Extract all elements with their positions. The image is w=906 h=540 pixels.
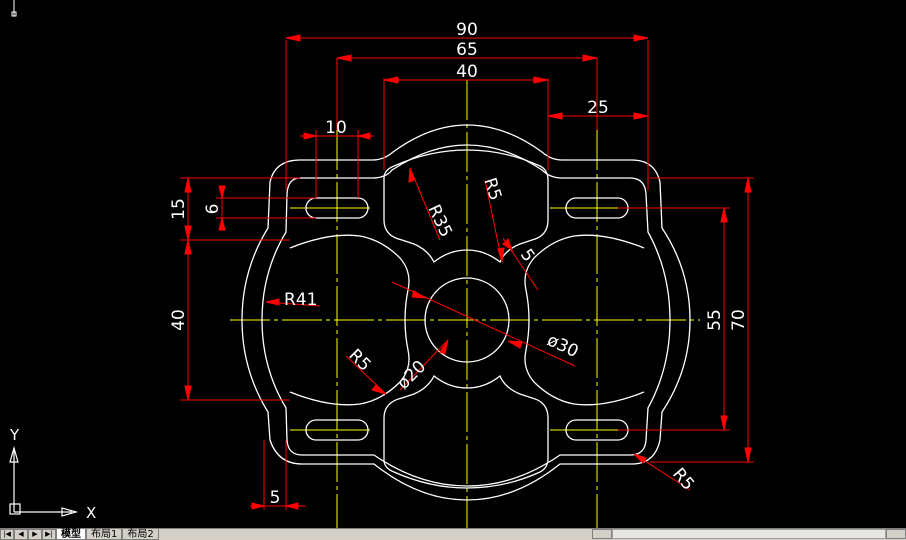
dim-radius-lower-fillet: R5 (344, 345, 374, 375)
dim-right-outer-height: 70 (729, 309, 749, 331)
dim-top-arc-width: 40 (456, 62, 478, 82)
ucs-x-label: X (86, 504, 96, 522)
dim-radius-upper-fillet: R5 (479, 175, 505, 203)
scroll-track[interactable] (612, 529, 886, 539)
dim-overall-width: 90 (456, 20, 478, 40)
dim-slot-width: 6 (203, 204, 223, 215)
ucs-icon: Y X (9, 426, 96, 522)
scroll-left-button[interactable] (592, 529, 612, 539)
last-tab-button[interactable]: ▶| (42, 529, 56, 540)
tab-layout2[interactable]: 布局2 (122, 529, 159, 540)
dim-left-middle-height: 40 (169, 309, 189, 331)
dim-bottom-left-offset: 5 (270, 488, 281, 508)
tab-model[interactable]: 模型 (56, 529, 86, 540)
dim-left-upper-height: 15 (169, 198, 189, 220)
horizontal-scrollbar[interactable] (592, 528, 906, 540)
dim-slot-length: 10 (325, 118, 347, 138)
prev-tab-button[interactable]: ◀ (14, 529, 28, 540)
scroll-right-button[interactable] (886, 529, 906, 539)
dim-diameter-boss: ø30 (544, 330, 581, 362)
next-tab-button[interactable]: ▶ (28, 529, 42, 540)
crosshair-cursor-icon (11, 0, 17, 17)
drawing-canvas[interactable]: 90 65 40 10 25 15 6 40 55 70 5 R35 R5 5 … (0, 0, 906, 528)
tab-layout1[interactable]: 布局1 (86, 529, 123, 540)
ucs-y-label: Y (9, 426, 20, 444)
dim-radius-top-arc: R35 (423, 202, 455, 241)
dim-radius-corner: R5 (668, 464, 698, 494)
dimension-lines (180, 34, 754, 510)
dim-right-offset: 25 (587, 98, 609, 118)
dim-slot-spacing: 65 (456, 40, 478, 60)
dim-radius-outer-left: R41 (284, 290, 317, 310)
part-outline (241, 124, 691, 501)
center-lines (230, 80, 700, 528)
dim-right-inner-height: 55 (705, 309, 725, 331)
first-tab-button[interactable]: |◀ (0, 529, 14, 540)
